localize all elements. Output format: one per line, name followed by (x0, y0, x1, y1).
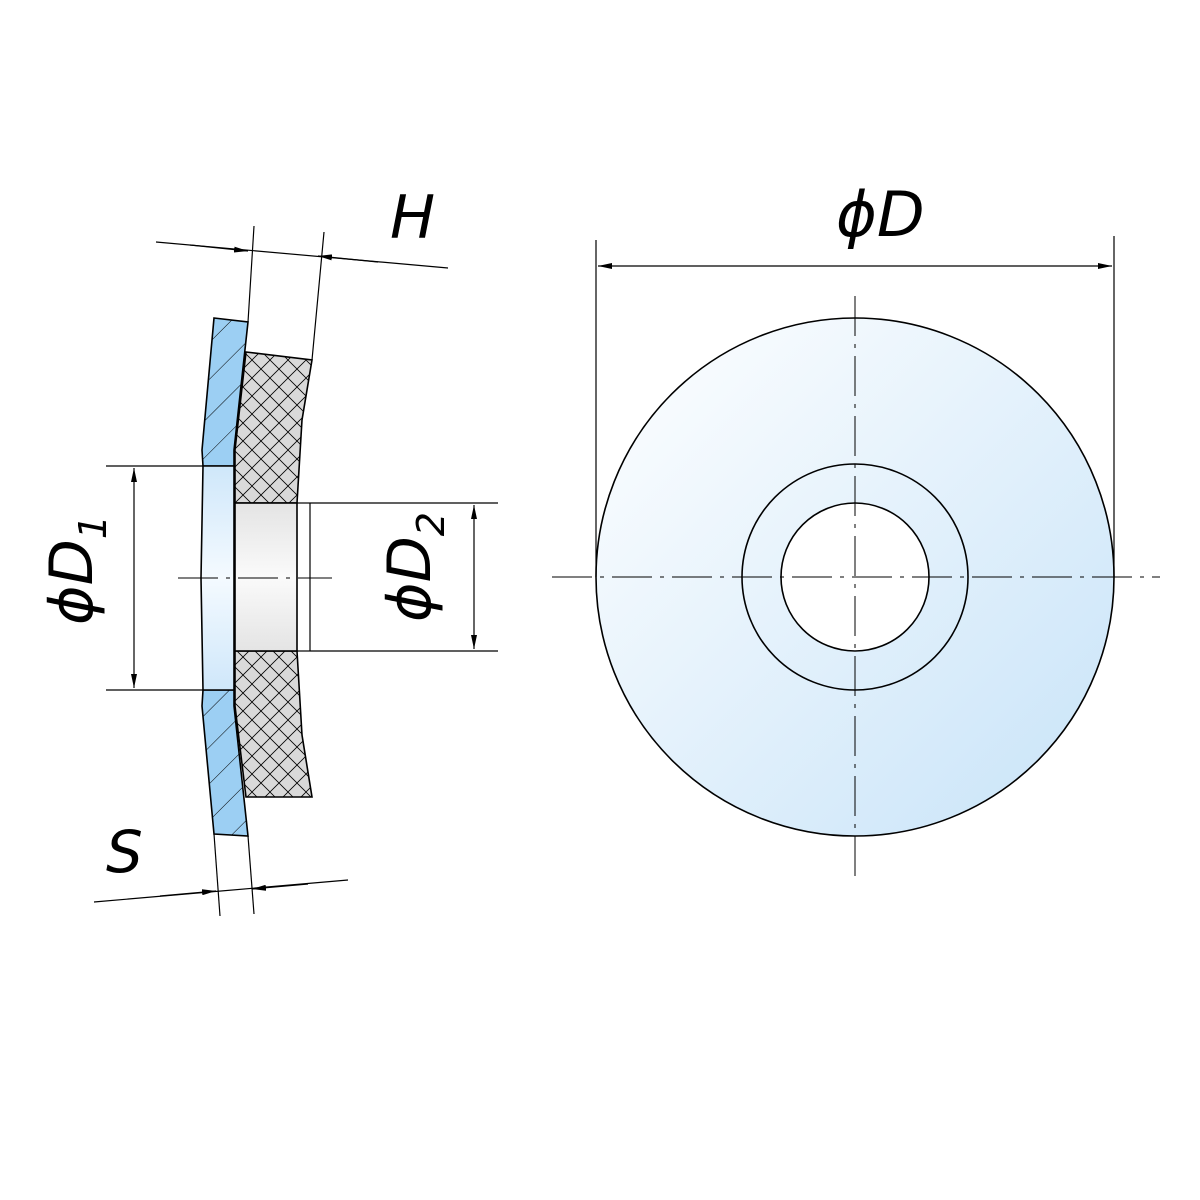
dimension-D1: ϕD1 (37, 465, 203, 691)
gasket-section-top (234, 351, 313, 504)
label-S: S (106, 818, 143, 886)
label-D1: ϕD1 (37, 515, 115, 625)
label-H: H (390, 183, 435, 253)
gasket-section-bottom (234, 650, 313, 798)
gasket-bore (234, 502, 298, 652)
dimension-S: S (93, 818, 349, 917)
side-section-view: H S ϕD1 (37, 183, 498, 917)
label-D2: ϕD2 (375, 512, 453, 622)
label-D: ϕD (836, 178, 925, 251)
dimension-H: H (155, 183, 449, 361)
dimension-D: ϕD (595, 178, 1115, 577)
front-view: ϕD (552, 178, 1160, 880)
dimension-D2: ϕD2 (310, 502, 498, 652)
